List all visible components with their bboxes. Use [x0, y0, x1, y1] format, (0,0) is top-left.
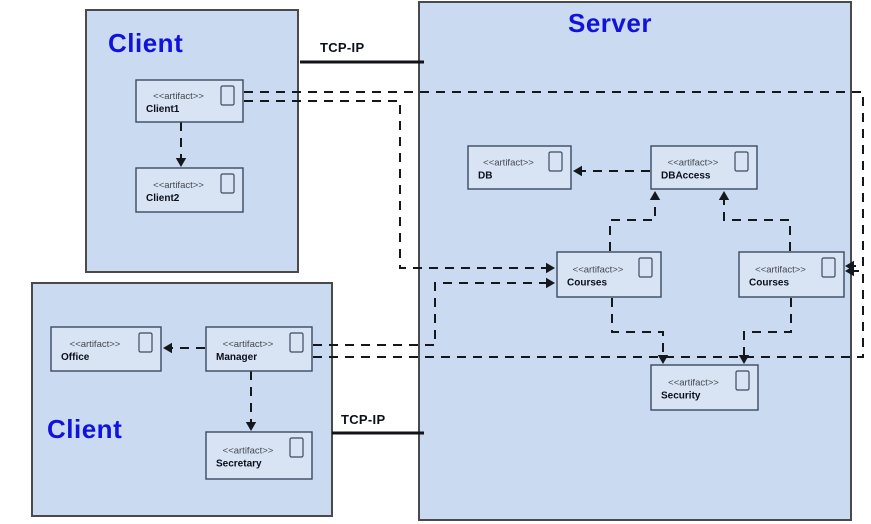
artifact-stereotype-db: <<artifact>>	[483, 158, 534, 169]
artifact-name-office: Office	[61, 352, 90, 363]
dependency-courses-right-to-dbaccess[interactable]	[723, 198, 791, 251]
dependency-manager-to-courses-left[interactable]	[313, 282, 548, 346]
artifact-manager[interactable]: <<artifact>> Manager	[205, 326, 313, 372]
artifact-name-courses-right: Courses	[749, 278, 789, 289]
artifact-courses-left[interactable]: <<artifact>> Courses	[556, 251, 662, 298]
artifact-security[interactable]: <<artifact>> Security	[650, 364, 759, 411]
dependency-group	[163, 91, 864, 431]
arrowhead-client1-to-courses-left	[546, 262, 555, 274]
node-label-client-bottom: Client	[47, 414, 122, 444]
communication-path-group	[300, 60, 424, 435]
node-client-bottom[interactable]	[31, 282, 333, 517]
dependency-client1-to-courses-right[interactable]	[244, 91, 864, 267]
artifact-stereotype-office: <<artifact>>	[70, 339, 121, 350]
artifact-icon	[821, 257, 836, 278]
arrowhead-courses-right-to-dbaccess	[718, 191, 730, 200]
artifact-stereotype-client2: <<artifact>>	[153, 180, 204, 191]
arrowhead-manager-to-office	[163, 342, 172, 354]
artifact-stereotype-manager: <<artifact>>	[223, 339, 274, 350]
arrowhead-client1-to-client2	[175, 158, 187, 167]
artifact-icon	[138, 332, 153, 353]
node-client-top[interactable]	[85, 9, 299, 273]
artifact-client2[interactable]: <<artifact>> Client2	[135, 167, 244, 213]
dependency-courses-left-to-security[interactable]	[611, 298, 664, 357]
node-label-client-top: Client	[108, 28, 183, 58]
artifact-icon	[220, 85, 235, 106]
artifact-icon	[638, 257, 653, 278]
artifact-office[interactable]: <<artifact>> Office	[50, 326, 162, 372]
communication-label-tcp-ip-bottom: TCP-IP	[341, 412, 385, 427]
artifact-name-db: DB	[478, 171, 492, 182]
dependency-manager-to-courses-right[interactable]	[313, 270, 864, 358]
artifact-name-security: Security	[661, 391, 701, 402]
communication-label-tcp-ip-top: TCP-IP	[320, 40, 364, 55]
arrowhead-manager-to-secretary	[245, 422, 257, 431]
artifact-name-manager: Manager	[216, 352, 257, 363]
artifact-name-client2: Client2	[146, 193, 180, 204]
artifact-client1[interactable]: <<artifact>> Client1	[135, 79, 244, 123]
artifact-icon	[548, 151, 563, 172]
artifact-secretary[interactable]: <<artifact>> Secretary	[205, 431, 313, 480]
artifact-dbaccess[interactable]: <<artifact>> DBAccess	[650, 145, 758, 190]
arrowhead-manager-to-courses-left	[546, 277, 555, 289]
artifact-name-secretary: Secretary	[216, 459, 262, 470]
artifact-courses-right[interactable]: <<artifact>> Courses	[738, 251, 845, 298]
node-label-server: Server	[568, 8, 652, 38]
arrowhead-courses-left-to-dbaccess	[649, 191, 661, 200]
artifact-group: <<artifact>>Client1<<artifact>>Client2<<…	[50, 79, 845, 480]
artifact-stereotype-client1: <<artifact>>	[153, 91, 204, 102]
artifact-name-client1: Client1	[146, 104, 180, 115]
communication-label-group: TCP-IP TCP-IP	[320, 40, 385, 427]
artifact-stereotype-courses-left: <<artifact>>	[573, 265, 624, 276]
artifact-icon	[289, 332, 304, 353]
artifact-name-dbaccess: DBAccess	[661, 171, 711, 182]
artifact-icon	[289, 437, 304, 458]
artifact-stereotype-courses-right: <<artifact>>	[755, 265, 806, 276]
artifact-stereotype-secretary: <<artifact>>	[223, 446, 274, 457]
dependency-courses-right-to-security[interactable]	[743, 298, 792, 357]
artifact-db[interactable]: <<artifact>> DB	[467, 145, 572, 190]
artifact-icon	[734, 151, 749, 172]
artifact-stereotype-dbaccess: <<artifact>>	[668, 158, 719, 169]
artifact-stereotype-security: <<artifact>>	[668, 378, 719, 389]
dependency-courses-left-to-dbaccess[interactable]	[609, 198, 656, 251]
artifact-icon	[735, 370, 750, 391]
arrowhead-dbaccess-to-db	[573, 165, 582, 177]
arrowhead-manager-to-courses-right	[845, 265, 854, 277]
artifact-name-courses-left: Courses	[567, 278, 607, 289]
artifact-icon	[220, 173, 235, 194]
